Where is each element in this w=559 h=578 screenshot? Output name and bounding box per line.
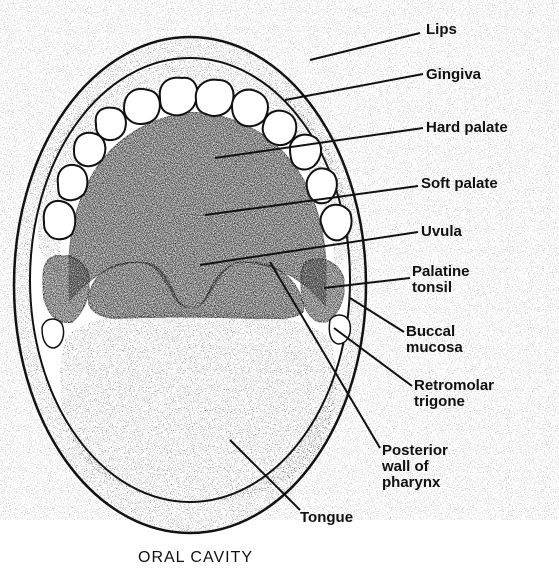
- lower-molar-left: [42, 319, 64, 348]
- tooth: [124, 89, 160, 124]
- tooth: [196, 80, 234, 116]
- label-soft-palate: Soft palate: [421, 176, 498, 192]
- label-hard-palate: Hard palate: [426, 120, 508, 136]
- label-line: mucosa: [406, 340, 463, 356]
- label-buccal-mucosa: Buccal mucosa: [406, 324, 463, 356]
- label-posterior-wall: Posterior wall of pharynx: [382, 443, 448, 491]
- figure-caption: ORAL CAVITY: [138, 549, 253, 567]
- tooth: [263, 111, 297, 145]
- label-line: Posterior: [382, 443, 448, 459]
- tooth: [74, 133, 105, 166]
- tooth: [58, 165, 88, 200]
- tooth: [44, 201, 76, 239]
- label-tongue: Tongue: [300, 510, 353, 526]
- label-line: pharynx: [382, 475, 448, 491]
- tooth: [232, 90, 268, 127]
- label-palatine-tonsil: Palatine tonsil: [412, 264, 470, 296]
- label-retromolar-trigone: Retromolar trigone: [414, 378, 494, 410]
- label-line: Palatine: [412, 264, 470, 280]
- label-line: wall of: [382, 459, 448, 475]
- label-line: Retromolar: [414, 378, 494, 394]
- tooth: [290, 135, 321, 170]
- label-line: Buccal: [406, 324, 463, 340]
- label-uvula: Uvula: [421, 224, 462, 240]
- label-lips: Lips: [426, 22, 457, 38]
- label-line: trigone: [414, 394, 494, 410]
- tooth: [321, 205, 352, 241]
- label-gingiva: Gingiva: [426, 67, 481, 83]
- tongue: [61, 312, 336, 500]
- label-line: tonsil: [412, 280, 470, 296]
- lower-molar-right: [329, 315, 350, 344]
- tooth: [160, 78, 197, 116]
